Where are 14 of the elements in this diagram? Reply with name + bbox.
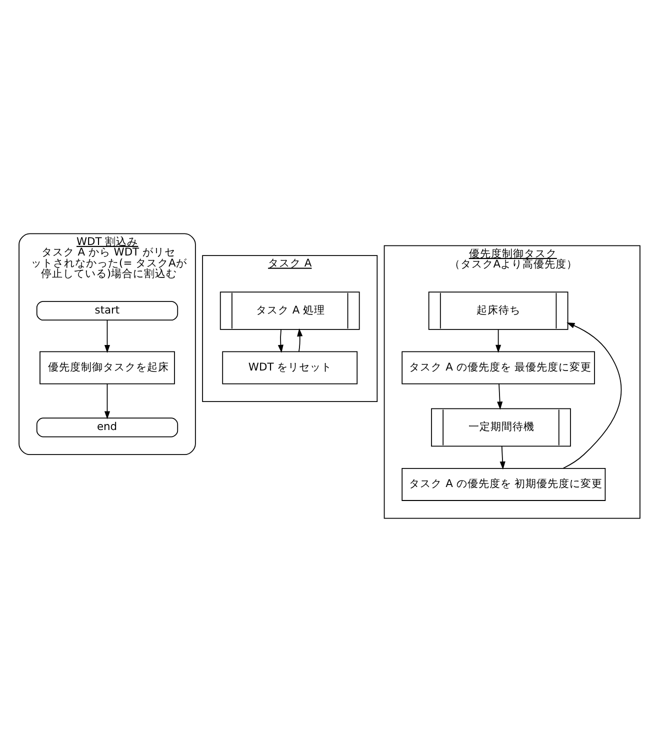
node-box: タスク A の優先度を 初期優先度に変更 xyxy=(402,468,606,501)
node-box: end xyxy=(36,418,178,438)
arrow xyxy=(500,446,506,470)
arrow xyxy=(297,328,303,352)
arrow xyxy=(104,320,110,353)
node-box: 優先度制御タスクを起床 xyxy=(40,351,175,384)
node-box: タスク A の優先度を 最優先度に変更 xyxy=(402,351,595,384)
node-box: WDT をリセット xyxy=(222,351,358,384)
arrow xyxy=(496,329,502,353)
arrow xyxy=(562,322,622,469)
arrow xyxy=(497,383,503,410)
arrow xyxy=(104,383,110,420)
node-box: start xyxy=(36,300,178,321)
arrow xyxy=(278,329,284,353)
